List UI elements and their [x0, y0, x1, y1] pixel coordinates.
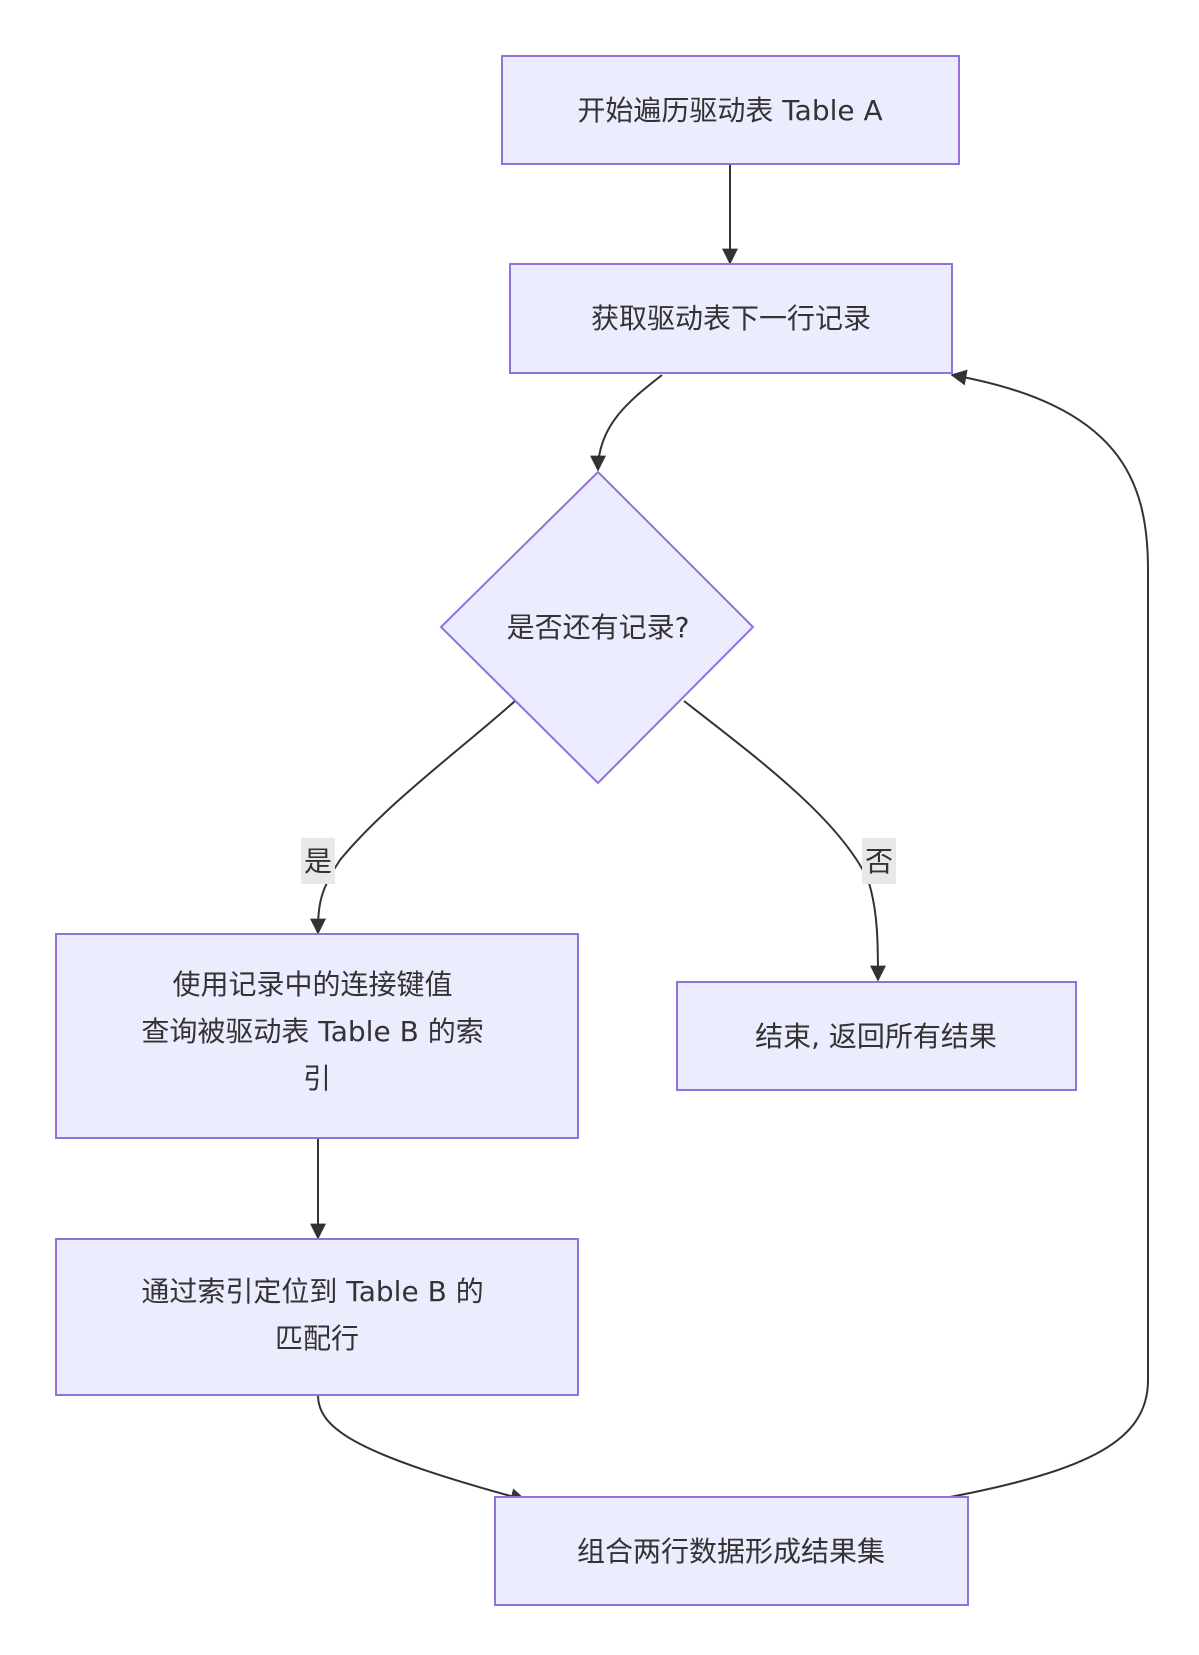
node-combine: 组合两行数据形成结果集 [494, 1496, 969, 1606]
node-start: 开始遍历驱动表 Table A [501, 55, 960, 165]
edge-decision-to-query [310, 700, 516, 935]
node-end: 结束, 返回所有结果 [676, 981, 1077, 1091]
edge-fetch-to-decision [590, 374, 663, 472]
node-query-line-2: 查询被驱动表 Table B 的索 [141, 1015, 483, 1048]
svg-text:使用记录中的连接键值 查询被驱动表 Table: 使用记录中的连接键值 查询被驱动表 Table B 的索 引 [141, 968, 492, 1095]
node-locate-line-2: 匹配行 [275, 1322, 359, 1355]
edges [310, 164, 1149, 1504]
node-query-line-3: 引 [303, 1062, 331, 1095]
edge-combine-to-fetch [949, 369, 1149, 1498]
edge-label-no-text: 否 [865, 845, 893, 878]
svg-text:组合两行数据形成结果集: 组合两行数据形成结果集 [577, 1535, 885, 1568]
edge-label-yes: 是 [301, 838, 335, 884]
edge-decision-to-end [683, 700, 886, 982]
svg-text:开始遍历驱动表 Table A: 开始遍历驱动表 Table A [577, 94, 882, 127]
node-query-line-1: 使用记录中的连接键值 [173, 968, 453, 1001]
node-locate-line-1: 通过索引定位到 Table B 的 [141, 1275, 483, 1308]
svg-text:获取驱动表下一行记录: 获取驱动表下一行记录 [591, 302, 871, 335]
svg-text:结束, 返回所有结果: 结束, 返回所有结果 [755, 1020, 997, 1053]
node-end-line-1: 结束, 返回所有结果 [755, 1020, 997, 1053]
node-combine-line-1: 组合两行数据形成结果集 [577, 1535, 885, 1568]
node-query: 使用记录中的连接键值 查询被驱动表 Table B 的索 引 [55, 933, 579, 1139]
node-decision-line-1: 是否还有记录? [507, 611, 690, 644]
edge-label-yes-text: 是 [304, 845, 332, 878]
node-fetch: 获取驱动表下一行记录 [509, 263, 953, 374]
node-fetch-line-1: 获取驱动表下一行记录 [591, 302, 871, 335]
edge-label-no: 否 [862, 838, 896, 884]
node-locate: 通过索引定位到 Table B 的 匹配行 [55, 1238, 579, 1396]
svg-text:是否还有记录?: 是否还有记录? [507, 611, 690, 644]
edge-locate-to-combine [317, 1394, 527, 1504]
node-decision: 是否还有记录? [439, 470, 755, 785]
node-start-line-1: 开始遍历驱动表 Table A [577, 94, 882, 127]
svg-text:通过索引定位到 Table B 的 匹配行: 通过索引定位到 Table B 的 匹配行 [141, 1275, 492, 1355]
